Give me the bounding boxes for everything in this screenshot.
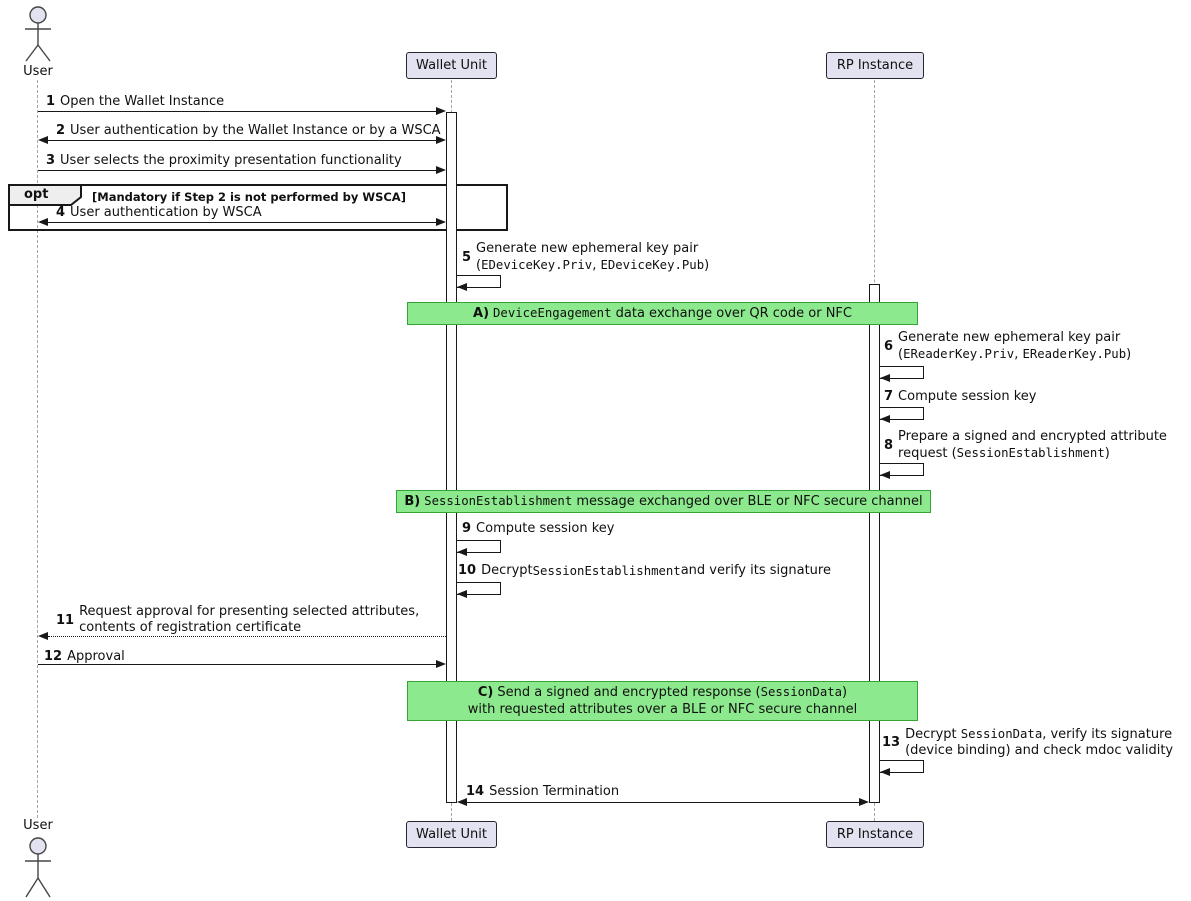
message-7-self-loop <box>880 407 924 420</box>
participant-rp-bottom: RP Instance <box>826 821 924 848</box>
arrowhead-left-icon <box>457 283 467 291</box>
message-11-label: 11 Request approval for presenting selec… <box>56 604 420 635</box>
participant-rp-top: RP Instance <box>826 52 924 79</box>
divider-a: A)DeviceEngagement data exchange over QR… <box>407 302 918 325</box>
divider-c-mono: SessionData <box>760 685 843 699</box>
message-13-label: 13 Decrypt SessionData, verify its signa… <box>882 727 1174 758</box>
opt-keyword: opt <box>24 187 49 202</box>
message-12-arrow <box>38 664 438 665</box>
divider-c-text2: ) <box>842 685 848 700</box>
arrowhead-right-icon <box>859 798 869 806</box>
arrowhead-right-icon <box>436 218 446 226</box>
arrowhead-left-icon <box>457 548 467 556</box>
message-1-arrow <box>38 111 438 112</box>
actor-user-label-top: User <box>23 64 53 79</box>
lifeline-user <box>37 80 38 818</box>
divider-b-text: B)SessionEstablishment message exchanged… <box>404 493 922 510</box>
divider-b-rest: message exchanged over BLE or NFC secure… <box>572 494 923 509</box>
divider-b: B)SessionEstablishment message exchanged… <box>396 490 931 513</box>
message-10-self-loop <box>457 582 501 595</box>
activation-bar-rp <box>869 284 880 803</box>
opt-guard-condition: [Mandatory if Step 2 is not performed by… <box>92 190 406 204</box>
participant-wallet-bottom: Wallet Unit <box>406 821 497 848</box>
divider-b-prefix: B) <box>404 494 421 509</box>
divider-c-text1: Send a signed and encrypted response ( <box>497 685 761 700</box>
arrowhead-left-icon <box>880 415 890 423</box>
participant-wallet-top: Wallet Unit <box>406 52 497 79</box>
opt-fragment-header <box>8 184 82 206</box>
divider-b-mono: SessionEstablishment <box>424 494 573 508</box>
message-5-self-loop <box>457 275 501 288</box>
divider-c-prefix: C) <box>477 685 494 700</box>
message-14-arrow <box>465 802 861 803</box>
arrowhead-left-icon <box>457 590 467 598</box>
message-3-arrow <box>38 170 438 171</box>
user-actor-icon-bottom <box>25 837 51 898</box>
message-8-label: 8 Prepare a signed and encrypted attribu… <box>884 429 1167 461</box>
divider-c-line1: C)Send a signed and encrypted response (… <box>478 684 847 701</box>
arrowhead-right-icon <box>436 136 446 144</box>
arrowhead-right-icon <box>436 660 446 668</box>
message-11-arrow <box>48 636 446 637</box>
message-9-self-loop <box>457 540 501 553</box>
message-13-self-loop <box>880 760 924 773</box>
divider-a-rest: data exchange over QR code or NFC <box>611 306 852 321</box>
message-6-self-loop <box>880 366 924 379</box>
arrowhead-left-icon <box>38 218 48 226</box>
message-5-label: 5 Generate new ephemeral key pair (EDevi… <box>462 241 710 273</box>
divider-c-line2: with requested attributes over a BLE or … <box>467 702 858 717</box>
arrowhead-right-icon <box>436 107 446 115</box>
arrowhead-left-icon <box>38 632 48 640</box>
arrowhead-left-icon <box>38 136 48 144</box>
divider-a-prefix: A) <box>473 306 490 321</box>
message-6-label: 6 Generate new ephemeral key pair (ERead… <box>884 330 1132 362</box>
actor-user-label-bottom: User <box>23 818 53 833</box>
arrowhead-left-icon <box>880 374 890 382</box>
divider-a-text: A)DeviceEngagement data exchange over QR… <box>473 305 852 322</box>
message-2-arrow <box>46 140 438 141</box>
arrowhead-left-icon <box>457 798 467 806</box>
arrowhead-left-icon <box>880 471 890 479</box>
arrowhead-left-icon <box>880 768 890 776</box>
opt-fragment <box>8 184 508 231</box>
activation-bar-wallet <box>446 112 457 803</box>
divider-a-mono: DeviceEngagement <box>493 306 612 320</box>
message-8-self-loop <box>880 463 924 476</box>
arrowhead-right-icon <box>436 166 446 174</box>
user-actor-icon-top <box>25 6 51 62</box>
divider-c: C)Send a signed and encrypted response (… <box>407 681 918 721</box>
message-4-arrow <box>46 222 438 223</box>
